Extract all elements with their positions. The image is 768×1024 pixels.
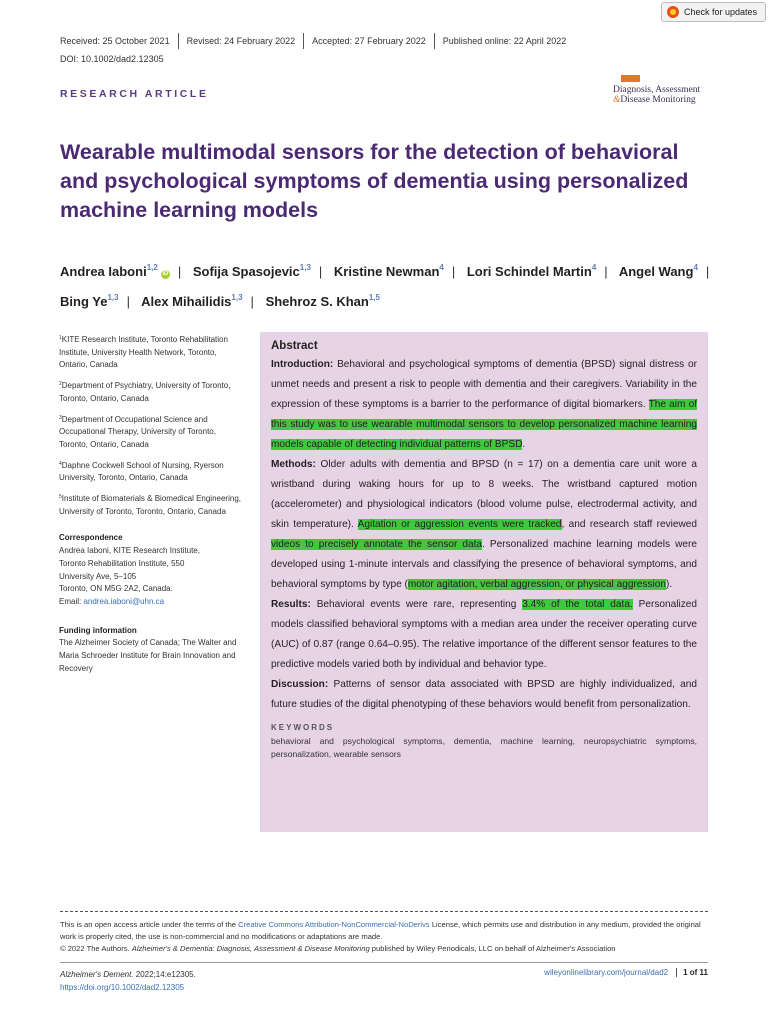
- sidebar-column: 1KITE Research Institute, Toronto Rehabi…: [59, 332, 244, 675]
- email-label: Email:: [59, 596, 84, 606]
- author-separator: |: [318, 264, 323, 279]
- affiliation: 4Daphne Cockwell School of Nursing, Ryer…: [59, 460, 224, 483]
- affiliation: 5Institute of Biomaterials & Biomedical …: [59, 494, 241, 516]
- publication-dates: Received: 25 October 2021 Revised: 24 Fe…: [60, 33, 574, 49]
- funding-text: The Alzheimer Society of Canada; The Wal…: [59, 638, 237, 673]
- highlight: videos to precisely annotate the sensor …: [271, 539, 483, 550]
- author[interactable]: Alex Mihailidis1,3: [141, 293, 243, 309]
- highlight: motor agitation, verbal aggression, or p…: [407, 579, 666, 590]
- citation: Alzheimer's Dement. 2022;14:e12305. http…: [60, 970, 196, 992]
- keywords-heading: KEYWORDS: [271, 723, 335, 732]
- doi-link[interactable]: https://doi.org/10.1002/dad2.12305: [60, 983, 185, 992]
- copyright-journal: Alzheimer's & Dementia: Diagnosis, Asses…: [131, 944, 370, 953]
- correspondence-line: Toronto Rehabilitation Institute, 550: [59, 558, 185, 568]
- abstract-body: Introduction: Behavioral and psychologic…: [271, 359, 698, 710]
- correspondence-heading: Correspondence: [59, 533, 123, 543]
- author[interactable]: Kristine Newman4: [333, 263, 444, 279]
- discussion-label: Discussion:: [271, 679, 329, 690]
- check-for-updates-button[interactable]: Check for updates: [660, 2, 766, 22]
- affiliation: 1KITE Research Institute, Toronto Rehabi…: [59, 335, 228, 370]
- article-title: Wearable multimodal sensors for the dete…: [60, 140, 689, 222]
- author-list: Andrea Iaboni1,2iD | Sofija Spasojevic1,3…: [60, 255, 720, 315]
- results-label: Results:: [271, 599, 311, 610]
- orcid-icon[interactable]: iD: [160, 270, 170, 279]
- affiliation: 3Department of Occupational Science and …: [59, 414, 216, 449]
- author[interactable]: Bing Ye1,3: [60, 293, 119, 309]
- published-date: Published online: 22 April 2022: [433, 33, 575, 49]
- journal-logo-amp: &: [613, 95, 621, 105]
- footer-divider: [60, 911, 708, 912]
- author[interactable]: Shehroz S. Khan1,5: [265, 293, 380, 309]
- affiliation: 2Department of Psychiatry, University of…: [59, 381, 231, 403]
- correspondence-line: Andrea Iaboni, KITE Research Institute,: [59, 546, 200, 556]
- author-separator: |: [451, 264, 456, 279]
- revised-date: Revised: 24 February 2022: [177, 33, 304, 49]
- journal-logo-line2: Disease Monitoring: [620, 95, 696, 105]
- email-link[interactable]: andrea.iaboni@uhn.ca: [83, 596, 165, 606]
- citation-journal: Alzheimer's Dement.: [60, 970, 134, 979]
- author-separator: |: [705, 264, 710, 279]
- author[interactable]: Andrea Iaboni1,2iD: [60, 263, 170, 279]
- article-type: RESEARCH ARTICLE: [60, 88, 209, 100]
- page-number: 1 of 11: [676, 968, 708, 977]
- cc-license-link[interactable]: Creative Commons Attribution-NonCommerci…: [238, 920, 430, 929]
- funding-heading: Funding information: [59, 625, 137, 635]
- accepted-date: Accepted: 27 February 2022: [303, 33, 434, 49]
- abstract-heading: Abstract: [271, 340, 318, 352]
- author-separator: |: [604, 264, 608, 279]
- abstract-box: Abstract Introduction: Behavioral and ps…: [260, 332, 708, 832]
- footer-rule: [60, 962, 708, 963]
- journal-site-link[interactable]: wileyonlinelibrary.com/journal/dad2: [544, 968, 669, 977]
- check-for-updates-label: Check for updates: [683, 7, 757, 17]
- highlight: 3.4% of the total data.: [522, 599, 633, 610]
- author[interactable]: Sofija Spasojevic1,3: [192, 263, 311, 279]
- correspondence-line: Toronto, ON M5G 2A2, Canada.: [59, 584, 173, 594]
- doi: DOI: 10.1002/dad2.12305: [60, 54, 164, 64]
- highlight: Agitation or aggression events were trac…: [357, 519, 562, 530]
- methods-label: Methods:: [271, 459, 316, 470]
- author-separator: |: [177, 264, 182, 279]
- journal-logo[interactable]: Diagnosis, Assessment &Disease Monitorin…: [613, 67, 708, 105]
- license-notice: This is an open access article under the…: [60, 920, 701, 953]
- correspondence-line: University Ave, 5–105: [59, 571, 137, 581]
- intro-label: Introduction:: [271, 359, 334, 370]
- journal-logo-line1: Diagnosis, Assessment: [613, 85, 701, 95]
- crossmark-icon: [666, 6, 679, 18]
- author-separator: |: [250, 294, 254, 309]
- author[interactable]: Lori Schindel Martin4: [466, 263, 597, 279]
- keywords-text: behavioral and psychological symptoms, d…: [271, 736, 697, 759]
- journal-logo-tag: [621, 75, 641, 82]
- footer-right: wileyonlinelibrary.com/journal/dad2 1 of…: [544, 968, 708, 977]
- author-separator: |: [126, 294, 130, 309]
- author[interactable]: Angel Wang4: [618, 263, 698, 279]
- received-date: Received: 25 October 2021: [60, 36, 170, 46]
